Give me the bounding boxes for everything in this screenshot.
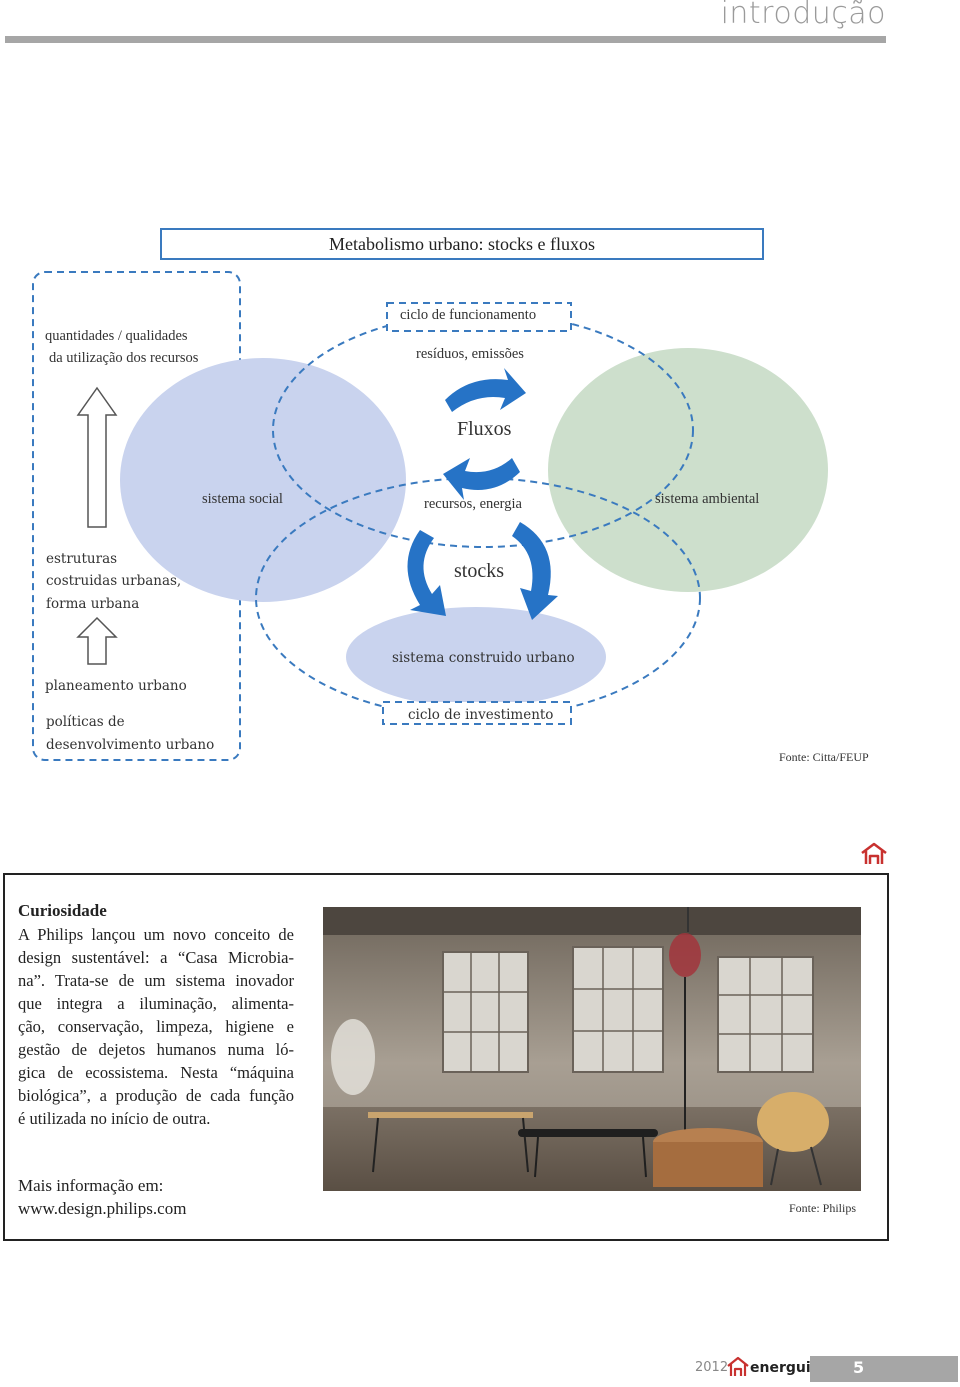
investment-cycle-box — [382, 701, 572, 725]
up-arrow-small — [76, 616, 118, 665]
curiosity-box — [3, 873, 889, 1241]
operation-cycle-box — [386, 302, 572, 332]
curiosity-text: A Philips lançou um novo conceito de des… — [18, 923, 294, 1130]
structures-label-2: costruidas urbanas, — [46, 573, 182, 589]
photo-source: Fonte: Philips — [789, 1201, 857, 1215]
house-icon — [861, 842, 887, 864]
more-info-label: Mais informação em: — [18, 1176, 164, 1195]
header-bar — [5, 36, 886, 43]
structures-label-1: estruturas — [46, 551, 118, 567]
built-system-ellipse — [346, 607, 606, 707]
residues-label: resíduos, emissões — [416, 346, 524, 362]
stocks-label: stocks — [454, 560, 504, 582]
section-title: introdução — [720, 0, 886, 31]
curiosity-line: design sustentável: a “Casa Microbia- — [18, 948, 294, 967]
stocks-arrow-left — [407, 530, 446, 616]
investment-cycle-label: ciclo de investimento — [408, 707, 554, 723]
curiosity-line: que integra a iluminação, alimenta- — [18, 994, 294, 1013]
more-info-link[interactable]: www.design.philips.com — [18, 1199, 187, 1218]
footer-year: 2012 — [695, 1360, 729, 1375]
resources-label: recursos, energia — [424, 496, 522, 512]
usage-label-1: quantidades / qualidades — [45, 328, 188, 344]
policies-label-1: políticas de — [46, 714, 125, 730]
curiosity-line: é utilizada no início de outra. — [18, 1109, 211, 1128]
page-number: 5 — [853, 1358, 865, 1377]
curiosity-line: na”. Trata-se de um sistema inovador — [18, 971, 294, 990]
curiosity-line: biológica”, a produção de cada função — [18, 1086, 294, 1105]
diagram-title: Metabolismo urbano: stocks e fluxos — [160, 228, 764, 260]
flow-arrow-bottom — [443, 458, 520, 500]
footer-page-bar — [810, 1356, 958, 1382]
usage-label-2: da utilização dos recursos — [49, 350, 199, 366]
flow-arrow-top — [445, 368, 526, 412]
built-system-label: sistema construido urbano — [392, 650, 575, 666]
curiosity-title: Curiosidade — [18, 901, 107, 920]
curiosity-line: ção, conservação, limpeza, higiene e — [18, 1017, 294, 1036]
policies-label-2: desenvolvimento urbano — [46, 737, 215, 753]
energuia-logo-icon — [727, 1356, 749, 1376]
operation-cycle-label: ciclo de funcionamento — [400, 307, 537, 323]
footer-brand: energuia — [750, 1360, 821, 1376]
environmental-system-label: sistema ambiental — [655, 491, 760, 507]
social-system-circle — [120, 358, 406, 602]
structures-label-3: forma urbana — [46, 596, 140, 612]
curiosity-line: gestão de dejetos humanos numa ló- — [18, 1040, 294, 1059]
stocks-arrow-top — [446, 525, 508, 538]
up-arrow-large — [76, 386, 118, 528]
stocks-arrow-right — [512, 522, 558, 620]
stocks-dashed-ellipse — [255, 477, 701, 719]
curiosity-line: gica de ecossistema. Nesta “máquina — [18, 1063, 294, 1082]
flows-label: Fluxos — [457, 418, 512, 440]
metabolism-diagram — [32, 271, 828, 761]
social-system-label: sistema social — [202, 491, 283, 507]
diagram-source: Fonte: Citta/FEUP — [779, 750, 869, 764]
more-info: Mais informação em: www.design.philips.c… — [18, 1174, 186, 1220]
microbial-home-photo — [323, 907, 861, 1191]
curiosity-line: A Philips lançou um novo conceito de — [18, 925, 294, 944]
environmental-system-circle — [548, 348, 828, 592]
planning-label: planeamento urbano — [45, 678, 187, 694]
